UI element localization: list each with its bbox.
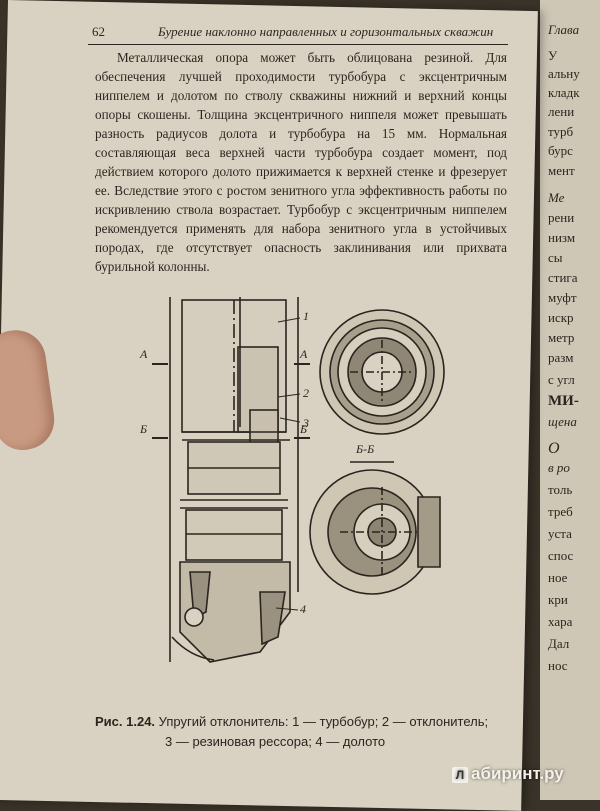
right-page-text: разм — [548, 350, 574, 365]
section-label: А — [300, 347, 308, 361]
right-page-text: уста — [548, 526, 572, 541]
right-page-text: толь — [548, 482, 573, 497]
section-label: Б — [300, 422, 308, 436]
right-page-text: рени — [548, 210, 575, 225]
callout-label: 4 — [300, 602, 306, 616]
paragraph: Металлическая опора может быть облицован… — [95, 50, 507, 274]
right-page-text: турб — [548, 124, 574, 139]
right-page-text: муфт — [548, 290, 577, 305]
right-page-text: мент — [548, 163, 575, 178]
figure: А А Б Б Б-Б 1 2 3 4 — [140, 292, 490, 702]
caption-text: 3 — резиновая рессора; 4 — долото — [165, 734, 386, 749]
page-number: 62 — [92, 24, 105, 39]
right-page-text: низм — [548, 230, 576, 245]
body-text: Металлическая опора может быть облицован… — [95, 48, 507, 276]
callout-label: 3 — [303, 416, 309, 430]
right-page-text: искр — [548, 310, 574, 325]
right-page: Глава У альну кладк лени турб бурс мент … — [540, 0, 600, 800]
running-title: Бурение наклонно направленных и горизонт… — [158, 24, 494, 39]
right-page-text: лени — [548, 104, 575, 119]
right-page-text: треб — [548, 504, 573, 519]
callout-label: 2 — [303, 386, 309, 400]
right-page-text: Ме — [548, 190, 565, 205]
right-page-text: с угл — [548, 372, 575, 387]
right-page-text: хара — [548, 614, 573, 629]
right-page-text: спос — [548, 548, 574, 563]
right-page-text: сы — [548, 250, 563, 265]
right-page-text: Глава — [548, 22, 580, 37]
figure-caption: Рис. 1.24. Упругий отклонитель: 1 — турб… — [95, 712, 515, 752]
right-page-text: в ро — [548, 460, 570, 475]
right-page-text: ное — [548, 570, 568, 585]
caption-text: Упругий отклонитель: 1 — турбобур; 2 — о… — [158, 714, 489, 729]
page-header: 62 Бурение наклонно направленных и гориз… — [88, 22, 508, 45]
watermark-text: абиринт.ру — [471, 764, 564, 783]
right-page-text: кладк — [548, 85, 580, 100]
right-page-text: щена — [548, 414, 577, 429]
right-page-text: МИ- — [548, 393, 579, 409]
right-page-text: нос — [548, 658, 568, 673]
section-label: Б — [140, 422, 148, 436]
section-label: А — [140, 347, 148, 361]
right-page-text: Дал — [548, 636, 570, 651]
callout-label: 1 — [303, 309, 309, 323]
deflector-drawing — [152, 297, 445, 663]
right-page-text: стига — [548, 270, 578, 285]
right-page-text: кри — [548, 592, 568, 607]
right-page-text: метр — [548, 330, 575, 345]
right-page-text: О — [548, 440, 560, 457]
right-page-text: У — [548, 48, 558, 63]
section-title: Б-Б — [356, 442, 375, 456]
right-page-text: бурс — [548, 143, 573, 158]
caption-label: Рис. 1.24. — [95, 714, 156, 729]
right-page-text: альну — [548, 66, 580, 81]
labirint-logo-icon: Л — [452, 767, 468, 783]
